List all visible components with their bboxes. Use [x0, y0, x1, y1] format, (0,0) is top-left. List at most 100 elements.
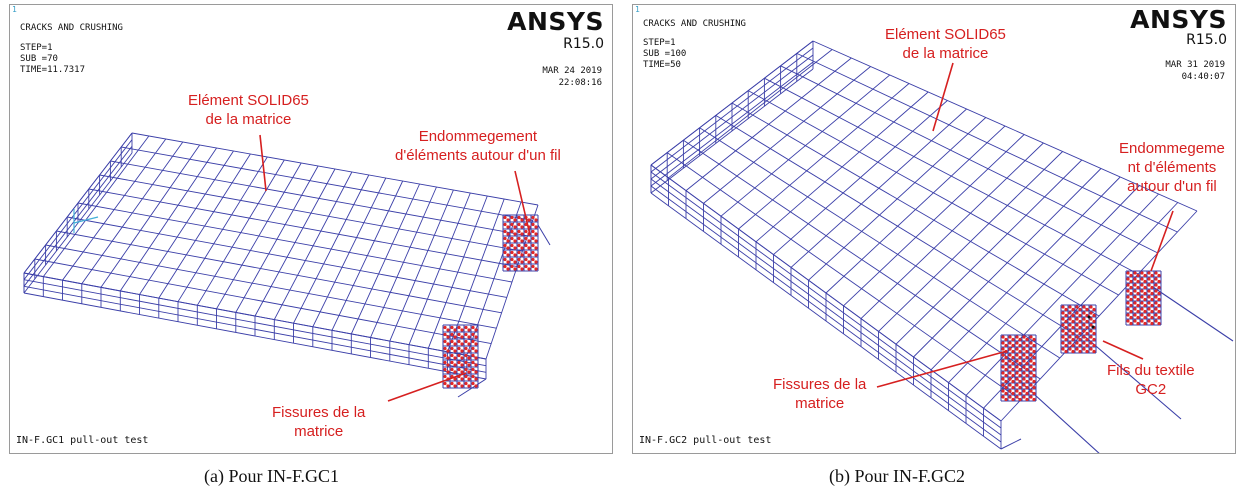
crack-mark	[474, 342, 478, 346]
crack-mark	[1143, 279, 1147, 284]
crack-mark	[474, 349, 478, 353]
crack-mark	[510, 222, 514, 227]
crack-mark	[1025, 385, 1029, 390]
crack-mark	[1032, 391, 1036, 396]
crack-mark	[1011, 337, 1015, 342]
crack-mark	[513, 225, 517, 229]
crack-mark	[1008, 353, 1012, 357]
crack-mark	[450, 346, 454, 351]
crack-mark	[453, 384, 457, 388]
crack-mark	[446, 342, 450, 346]
mesh-line	[764, 77, 1139, 275]
crack-mark	[503, 264, 507, 269]
mesh-a-wireframe	[23, 132, 551, 402]
crack-mark	[453, 328, 457, 332]
crack-mark	[1092, 343, 1096, 348]
crack-mark	[531, 236, 535, 241]
crack-mark	[464, 325, 468, 330]
mesh-line	[131, 132, 539, 206]
crack-mark	[520, 232, 524, 236]
crack-mark	[450, 339, 454, 344]
crack-mark	[464, 346, 468, 351]
annotation-damage: Endommegement d'éléments autour d'un fil	[395, 127, 561, 165]
crack-mark	[1154, 301, 1158, 305]
crack-mark	[1071, 313, 1075, 318]
crack-mark	[1075, 311, 1079, 315]
crack-mark	[1029, 335, 1033, 339]
crack-mark	[1064, 319, 1068, 324]
crack-mark	[1025, 379, 1029, 384]
crack-mark	[471, 353, 475, 358]
crack-mark	[1133, 271, 1137, 275]
time-label: TIME=50	[643, 60, 681, 70]
crack-mark	[1011, 391, 1015, 396]
crack-mark	[1061, 311, 1065, 315]
crack-mark	[1129, 321, 1133, 326]
crack-mark	[1085, 319, 1089, 324]
crack-mark	[1064, 337, 1068, 342]
crack-mark	[453, 377, 457, 381]
annotation-cracks: Fissures de la matrice	[272, 403, 365, 441]
crack-mark	[464, 360, 468, 365]
ansys-version: R15.0	[1186, 32, 1227, 48]
crack-mark	[1018, 337, 1022, 342]
crack-mark	[471, 381, 475, 386]
crack-mark	[503, 222, 507, 227]
crack-mark	[1064, 307, 1068, 312]
crack-mark	[1029, 395, 1033, 399]
crack-mark	[506, 246, 510, 250]
crack-mark	[450, 325, 454, 330]
crack-mark	[1015, 353, 1019, 357]
mesh-line	[747, 90, 1119, 296]
crack-mark	[1068, 347, 1072, 351]
date-text: MAR 24 2019	[542, 66, 602, 76]
crack-mark	[534, 239, 538, 243]
annotation-element: Elément SOLID65 de la matrice	[885, 25, 1006, 63]
crack-mark	[1018, 385, 1022, 390]
footer-title: IN-F.GC2 pull-out test	[639, 435, 772, 446]
crack-mark	[513, 246, 517, 250]
crack-mark	[443, 346, 447, 351]
crack-mark	[1032, 355, 1036, 360]
crack-mark	[510, 257, 514, 262]
crack-mark	[474, 328, 478, 332]
crack-mark	[1068, 305, 1072, 309]
crack-mark	[1092, 319, 1096, 324]
crack-mark	[527, 239, 531, 243]
crack-mark	[1064, 343, 1068, 348]
crack-mark	[503, 229, 507, 234]
crack-mark	[443, 367, 447, 372]
crack-mark	[1129, 279, 1133, 284]
sub-label: SUB =70	[20, 54, 58, 64]
crack-mark	[1008, 389, 1012, 393]
crack-mark	[471, 367, 475, 372]
crack-mark	[1025, 367, 1029, 372]
ansys-version: R15.0	[563, 36, 604, 52]
crack-mark	[1022, 389, 1026, 393]
crack-mark	[1154, 277, 1158, 281]
arrow-element	[259, 134, 267, 192]
crack-mark	[453, 356, 457, 360]
crack-mark	[1071, 343, 1075, 348]
crack-mark	[1154, 319, 1158, 323]
crack-mark	[513, 267, 517, 271]
panel-b-ansys-viewport: 1 CRACKS AND CRUSHING STEP=1 SUB =100 TI…	[632, 4, 1236, 454]
crack-mark	[1075, 347, 1079, 351]
crack-mark	[1008, 365, 1012, 369]
crack-mark	[527, 246, 531, 250]
crack-mark	[1140, 283, 1144, 287]
crack-mark	[1082, 317, 1086, 321]
crack-mark	[443, 339, 447, 344]
crack-mark	[1001, 341, 1005, 345]
crack-mark	[520, 239, 524, 243]
crack-mark	[1008, 377, 1012, 381]
crack-mark	[1022, 371, 1026, 375]
crack-mark	[1150, 279, 1154, 284]
crack-mark	[1092, 307, 1096, 312]
crack-mark	[517, 222, 521, 227]
annotation-element: Elément SOLID65 de la matrice	[188, 91, 309, 129]
crack-mark	[464, 381, 468, 386]
crack-mark	[527, 218, 531, 222]
crack-mark	[513, 253, 517, 257]
mesh-b-wireframe	[650, 40, 1234, 453]
